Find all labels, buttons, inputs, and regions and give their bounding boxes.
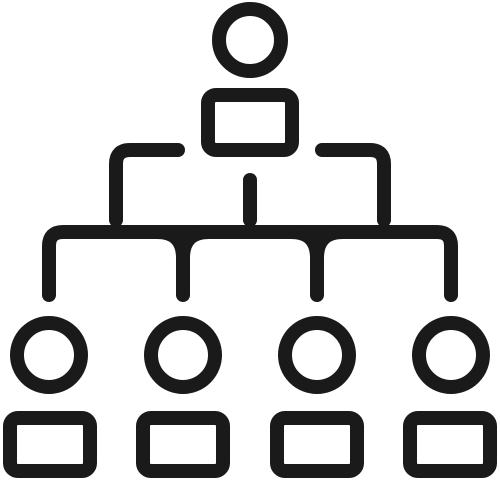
subordinate-person-3-icon: [270, 316, 364, 478]
drop-shoulder-right: [284, 225, 324, 265]
subordinate-4-head: [412, 316, 490, 394]
upper-right-connector: [315, 143, 391, 227]
horizontal-bus-connector: [42, 225, 458, 302]
subordinate-1-head: [10, 316, 88, 394]
subordinate-person-1-icon: [3, 316, 97, 478]
drop-shoulder-left: [176, 225, 216, 265]
subordinate-3-head: [278, 316, 356, 394]
subordinate-person-4-icon: [403, 316, 497, 478]
subordinate-4-body: [403, 411, 497, 478]
top-person-icon: [201, 2, 299, 157]
subordinate-1-body: [3, 411, 97, 478]
upper-left-connector: [109, 143, 185, 227]
top-person-body: [201, 88, 299, 157]
hierarchy-connectors: [42, 143, 458, 302]
top-person-head: [212, 2, 288, 78]
subordinate-person-2-icon: [136, 316, 230, 478]
subordinate-2-head: [144, 316, 222, 394]
subordinate-2-body: [136, 411, 230, 478]
subordinate-3-body: [270, 411, 364, 478]
